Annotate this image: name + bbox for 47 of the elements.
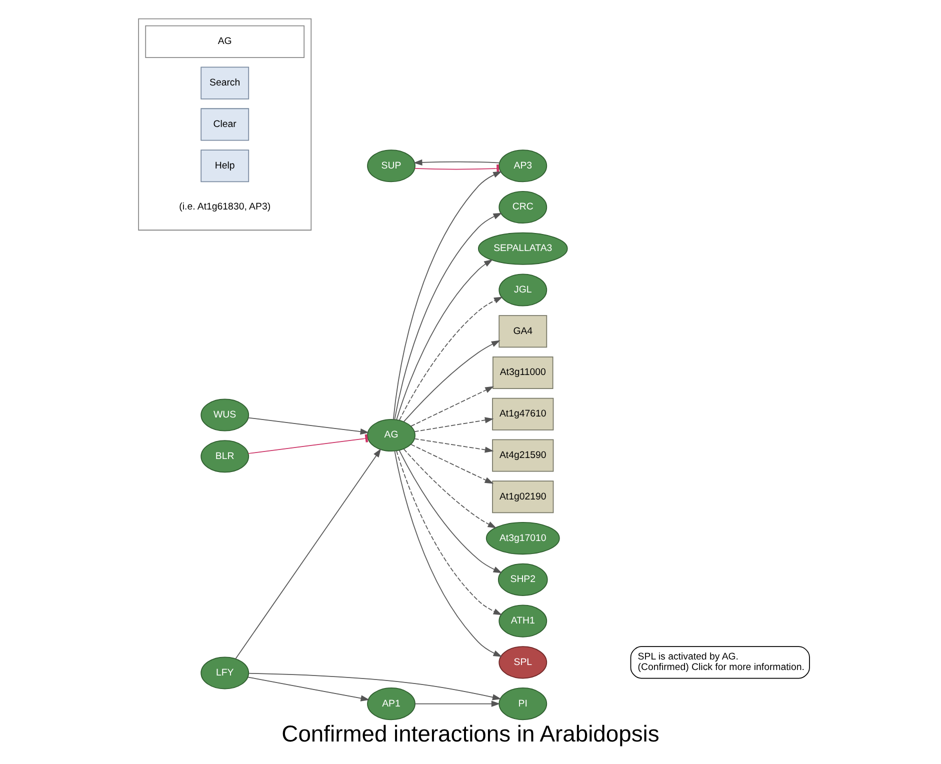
node-text: (i.e. At1g61830, AP3) <box>179 202 271 213</box>
node-box: AG <box>145 25 305 58</box>
node-ellipse: CRC <box>498 190 548 224</box>
node-ellipse: AP3 <box>498 150 548 182</box>
node-ellipse: AG <box>367 418 416 452</box>
caption: Confirmed interactions in Arabidopsis <box>282 720 660 746</box>
node-ellipse: LFY <box>200 656 250 690</box>
node-box: At1g47610 <box>492 398 554 430</box>
node-box: Help <box>200 150 250 182</box>
node-ellipse: PI <box>498 688 548 720</box>
node-ellipse: WUS <box>200 398 250 432</box>
arrow <box>410 386 494 427</box>
arrow <box>413 159 500 166</box>
node-box: At3g11000 <box>492 356 554 390</box>
node-box: GA4 <box>498 315 548 348</box>
arrow <box>235 448 382 660</box>
node-ellipse: BLR <box>200 440 250 473</box>
arrow <box>394 212 502 420</box>
node-box: Search <box>200 66 250 100</box>
node-ellipse: SEPALLATA3 <box>478 232 568 265</box>
arrow <box>414 700 500 707</box>
node-ellipse: JGL <box>498 274 548 306</box>
arrow <box>396 450 502 616</box>
arrow <box>399 296 503 420</box>
arrow <box>394 450 502 657</box>
arrow <box>403 340 500 422</box>
node-ellipse: AP1 <box>367 688 416 720</box>
arrow <box>248 672 502 700</box>
arrow <box>414 417 494 432</box>
node-ellipse: SUP <box>367 150 416 182</box>
connector <box>248 434 368 454</box>
arrow <box>414 438 494 453</box>
arrow <box>248 676 370 702</box>
node-box: At4g21590 <box>492 439 554 472</box>
node-ellipse: SHP2 <box>498 563 548 596</box>
node-ellipse: ATH1 <box>498 604 548 638</box>
node-box: SPL is activated by AG. (Confirmed) Click for more information. <box>630 646 810 679</box>
node-box: At1g02190 <box>492 480 554 514</box>
node-ellipse: SPL <box>498 646 548 679</box>
arrow <box>403 448 497 528</box>
node-box: Clear <box>200 108 250 141</box>
cluster <box>138 18 312 231</box>
arrow <box>392 171 502 420</box>
arrow <box>410 444 494 484</box>
arrow <box>248 417 370 435</box>
arrow <box>396 259 493 420</box>
arrow <box>398 450 502 574</box>
